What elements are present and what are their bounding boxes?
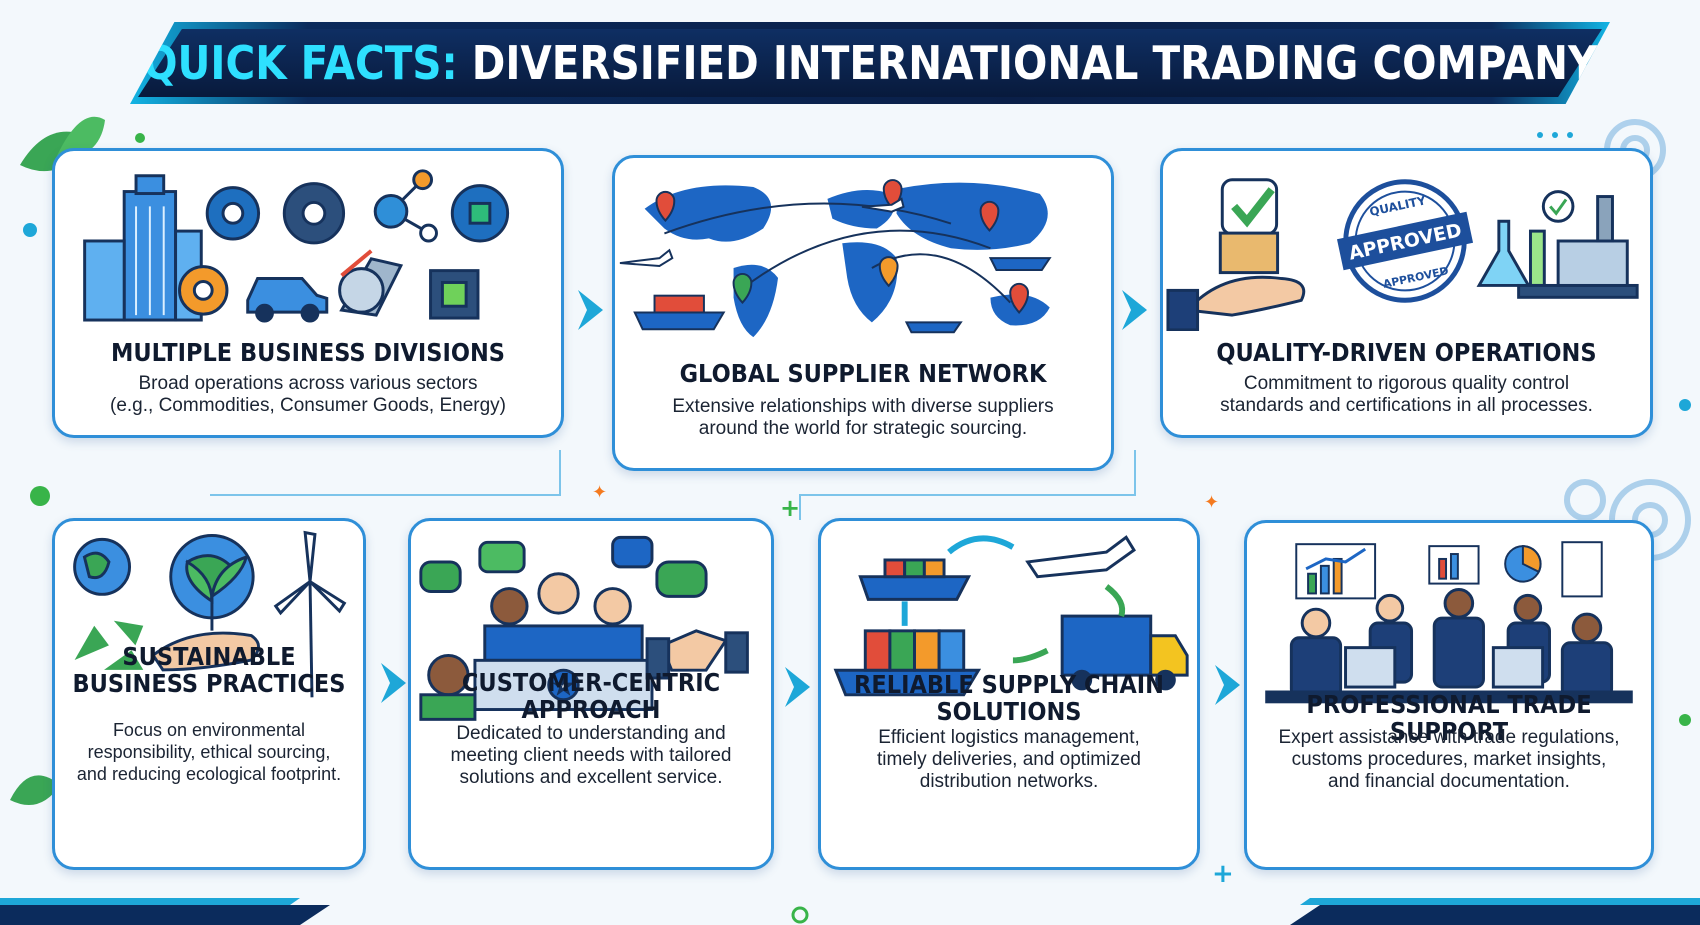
svg-text:★: ★	[556, 677, 572, 697]
card-description: Dedicated to understanding and meeting c…	[450, 723, 732, 788]
card-description: Extensive relationships with diverse sup…	[672, 396, 1054, 439]
wind-turbine-icon	[273, 530, 347, 698]
card-title: QUALITY-DRIVEN OPERATIONS	[1216, 338, 1597, 367]
card-customer-centric: ★ CUSTOMER-CENTRIC APPROACH Dedicated to…	[408, 518, 774, 870]
card-supplier-network: GLOBAL SUPPLIER NETWORK Extensive relati…	[612, 155, 1114, 471]
svg-text:✦: ✦	[1204, 492, 1219, 513]
card-sustainable-practices: SUSTAINABLE BUSINESS PRACTICES Focus on …	[52, 518, 366, 870]
card-title: PROFESSIONAL TRADE SUPPORT	[1306, 690, 1592, 746]
trade-support-illustration	[1265, 541, 1633, 704]
flow-arrow-icon	[1122, 290, 1147, 330]
card-description: Expert assistance with trade regulations…	[1278, 727, 1620, 792]
card-title: CUSTOMER-CENTRIC APPROACH	[461, 668, 721, 724]
title-prefix: QUICK FACTS:	[142, 36, 458, 90]
ship-icon	[633, 257, 1052, 334]
title-banner: QUICK FACTS: DIVERSIFIED INTERNATIONAL T…	[130, 22, 1610, 104]
card-trade-support: PROFESSIONAL TRADE SUPPORT Expert assist…	[1244, 520, 1654, 870]
hand-icon	[1166, 275, 1306, 331]
card-title: SUSTAINABLE BUSINESS PRACTICES	[72, 642, 346, 698]
card-title: GLOBAL SUPPLIER NETWORK	[679, 359, 1047, 388]
world-map-illustration	[619, 179, 1052, 338]
svg-text:+: +	[780, 494, 800, 522]
headset-agent-icon: ★	[419, 572, 654, 721]
card-business-divisions: MULTIPLE BUSINESS DIVISIONS Broad operat…	[52, 148, 564, 438]
car-icon	[246, 277, 329, 323]
card-title: RELIABLE SUPPLY CHAIN SOLUTIONS	[854, 670, 1164, 726]
flow-arrow-icon	[578, 290, 603, 330]
building-icon	[83, 174, 203, 322]
earth-icon	[73, 534, 255, 620]
airplane-icon	[1025, 535, 1136, 579]
card-description: Efficient logistics management, timely d…	[876, 727, 1141, 792]
chip-icon	[429, 269, 480, 320]
checkmark-icon	[1218, 178, 1280, 275]
quality-illustration: APPROVED QUALITY APPROVED	[1166, 178, 1639, 331]
title-main: DIVERSIFIED INTERNATIONAL TRADING COMPAN…	[471, 36, 1598, 90]
approved-stamp-icon: APPROVED QUALITY APPROVED	[1336, 179, 1474, 303]
fabric-roll-icon	[338, 257, 404, 317]
card-description: Commitment to rigorous quality control s…	[1220, 373, 1593, 416]
flow-arrow-icon	[1215, 665, 1240, 705]
gear-icon	[178, 182, 510, 316]
card-description: Broad operations across various sectors …	[110, 373, 506, 416]
card-supply-chain: RELIABLE SUPPLY CHAIN SOLUTIONS Efficien…	[818, 518, 1200, 870]
molecule-icon	[373, 169, 438, 243]
svg-text:+: +	[1212, 859, 1234, 889]
flow-arrow-icon	[785, 667, 810, 707]
plant-icon	[151, 554, 260, 672]
business-divisions-illustration	[83, 169, 510, 323]
card-title: MULTIPLE BUSINESS DIVISIONS	[110, 338, 506, 367]
business-team-icon	[1265, 588, 1633, 704]
svg-text:✦: ✦	[592, 482, 607, 503]
customer-service-illustration: ★	[419, 535, 749, 721]
sustainability-illustration	[73, 530, 347, 698]
chart-board-icon	[1295, 541, 1603, 600]
flow-arrow-icon	[381, 663, 406, 703]
truck-icon	[1060, 614, 1189, 691]
recycle-icon	[74, 620, 144, 670]
airplane-icon	[619, 197, 905, 268]
page-title: QUICK FACTS: DIVERSIFIED INTERNATIONAL T…	[143, 36, 1597, 90]
card-quality-operations: APPROVED QUALITY APPROVED QUALITY-DRIVEN…	[1160, 148, 1653, 438]
handshake-icon	[645, 629, 749, 680]
card-description: Focus on environmental responsibility, e…	[76, 720, 342, 784]
lab-flask-icon	[1476, 190, 1639, 299]
supply-chain-illustration	[833, 535, 1189, 697]
chat-bubble-icon	[419, 535, 708, 598]
cargo-ship-icon	[833, 558, 982, 697]
